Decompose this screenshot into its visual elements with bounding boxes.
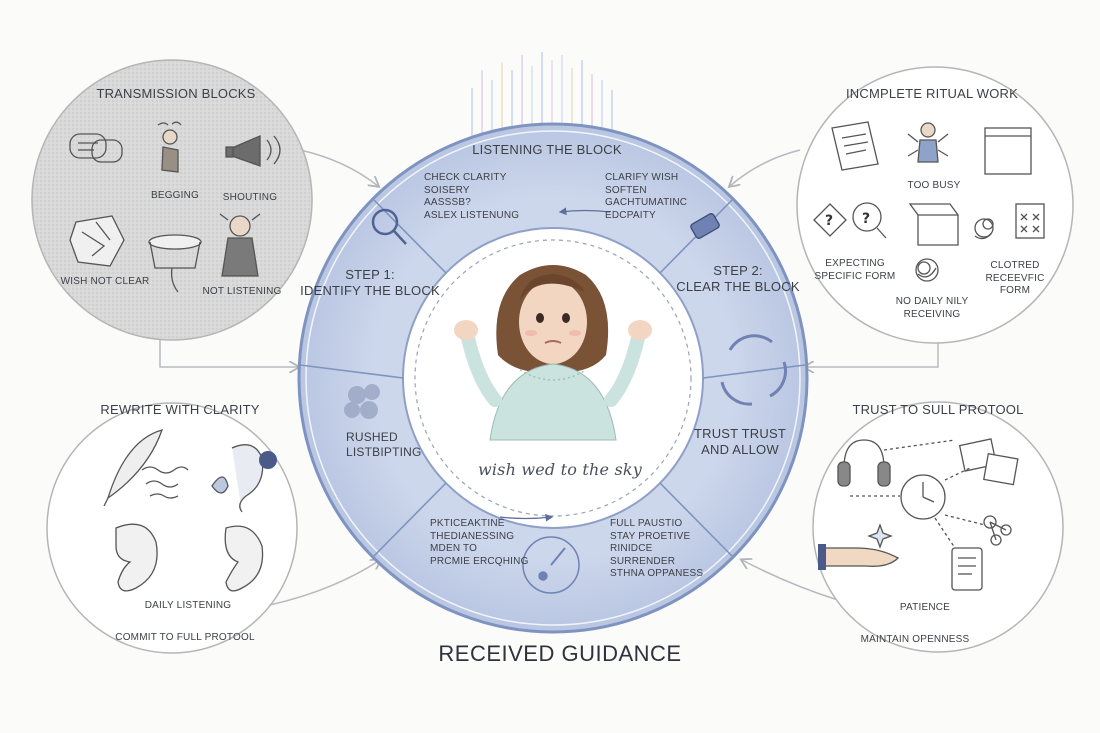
kneeling-person-icon [157,121,182,173]
wish-not-clear-label: WISH NOT CLEAR [60,276,150,287]
commit-protocol-label: COMMIT TO FULL PROTOOL [115,632,255,643]
cycle-arrows-icon [720,334,787,406]
calendar-icon [1015,203,1045,239]
megaphone-icon [225,135,281,167]
trust-protocol-title: TRUST TO SULL PROTOOL [852,402,1024,417]
ring-quadrant-bottom-left: PKTICEAKTINE THEDIANESSING MDEN TO PRCMI… [430,518,529,567]
bottom-left-circle [46,402,298,654]
tangled-cord-icon [974,218,994,240]
crumpled-paper-icon [69,215,125,267]
headphones-icon [837,439,891,487]
connector-arrows [159,149,939,606]
rewrite-clarity-title: REWRITE WITH CLARITY [100,402,260,417]
svg-text:?: ? [862,211,870,227]
tipped-bucket-icon [148,234,202,293]
flower-stamp-icon [344,384,380,419]
too-busy-label: TOO BUSY [907,180,961,191]
question-diamond-icon: ? [813,203,847,237]
no-daily-label: NO DAILY NILY RECEIVING [895,296,969,320]
eraser-icon [690,212,720,240]
magnifier-icon [371,208,407,245]
rushed-label: RUSHED LISTBIPTING [346,430,422,459]
maintain-openness-label: MAINTAIN OPENNESS [860,634,970,645]
step1-label: STEP 1: IDENTIFY THE BLOCK [300,267,440,299]
dashed-flow-arrows [850,439,986,549]
svg-text:?: ? [825,213,833,229]
ring-quadrant-bottom-right: FULL PAUSTIO STAY PROETIVE RINIDCE SURRE… [610,518,704,579]
daily-listening-label: DAILY LISTENING [144,600,232,611]
open-box-icon [908,203,959,246]
arrow-bottom-left [269,560,380,606]
ear-blue-icon [231,444,277,513]
ear-right-icon [224,525,264,592]
clotred-form-label: CLOTRED RECEEVFIC FORM [985,260,1045,296]
browser-window-icon [984,127,1032,175]
received-guidance-title: RECEIVED GUIDANCE [438,641,682,666]
expecting-form-label: EXPECTING SPECIFIC FORM [814,258,896,282]
not-listening-label: NOT LISTENING [202,286,282,297]
documents-icon [831,121,879,171]
feather-quill-icon [103,429,164,507]
bottom-right-circle [812,401,1064,653]
arrow-top-right [730,149,801,186]
woman-illustration [454,265,652,441]
arrow-top-left [299,149,378,186]
clock-icon [900,474,946,520]
incomplete-ritual-title: INCMPLETE RITUAL WORK [845,86,1019,101]
leaf-icon [211,476,229,494]
shouting-label: SHOUTING [222,192,278,203]
ring-top-label: LISTENING THE BLOCK [472,142,622,157]
sparkle-icon [867,523,893,549]
handwriting-lines-icon [141,466,189,499]
question-magnifier-icon: ? [852,202,887,239]
speech-bubbles-icon [69,133,123,163]
network-nodes-icon [983,515,1012,546]
scribble-knot-icon [915,258,939,282]
juggling-person-icon [907,122,949,163]
center-caption: wish wed to the sky [477,460,643,479]
ring-quadrant-top-left: CHECK CLARITY SOISERY AASSSB? ASLEX LIST… [424,172,520,221]
covering-ears-person-icon [219,213,261,277]
open-hand-icon [818,544,900,570]
step2-label: STEP 2: CLEAR THE BLOCK [676,263,800,295]
notes-cards-icon [958,438,1019,486]
transmission-blocks-title: TRANSMISSION BLOCKS [96,86,256,101]
arrow-left-middle [159,340,298,367]
ear-left-icon [115,523,158,592]
tablet-icon [951,547,983,591]
clock-dial-icon [522,536,580,594]
ring-quadrant-top-right: CLARIFY WISH SOFTEN GACHTUMATINC EDCPAIT… [605,172,688,221]
begging-label: BEGGING [150,190,200,201]
trust-label: TRUST TRUST AND ALLOW [693,426,787,458]
arrow-bottom-right [742,560,839,601]
arrow-right-middle [805,340,939,367]
patience-label: PATIENCE [899,602,951,613]
